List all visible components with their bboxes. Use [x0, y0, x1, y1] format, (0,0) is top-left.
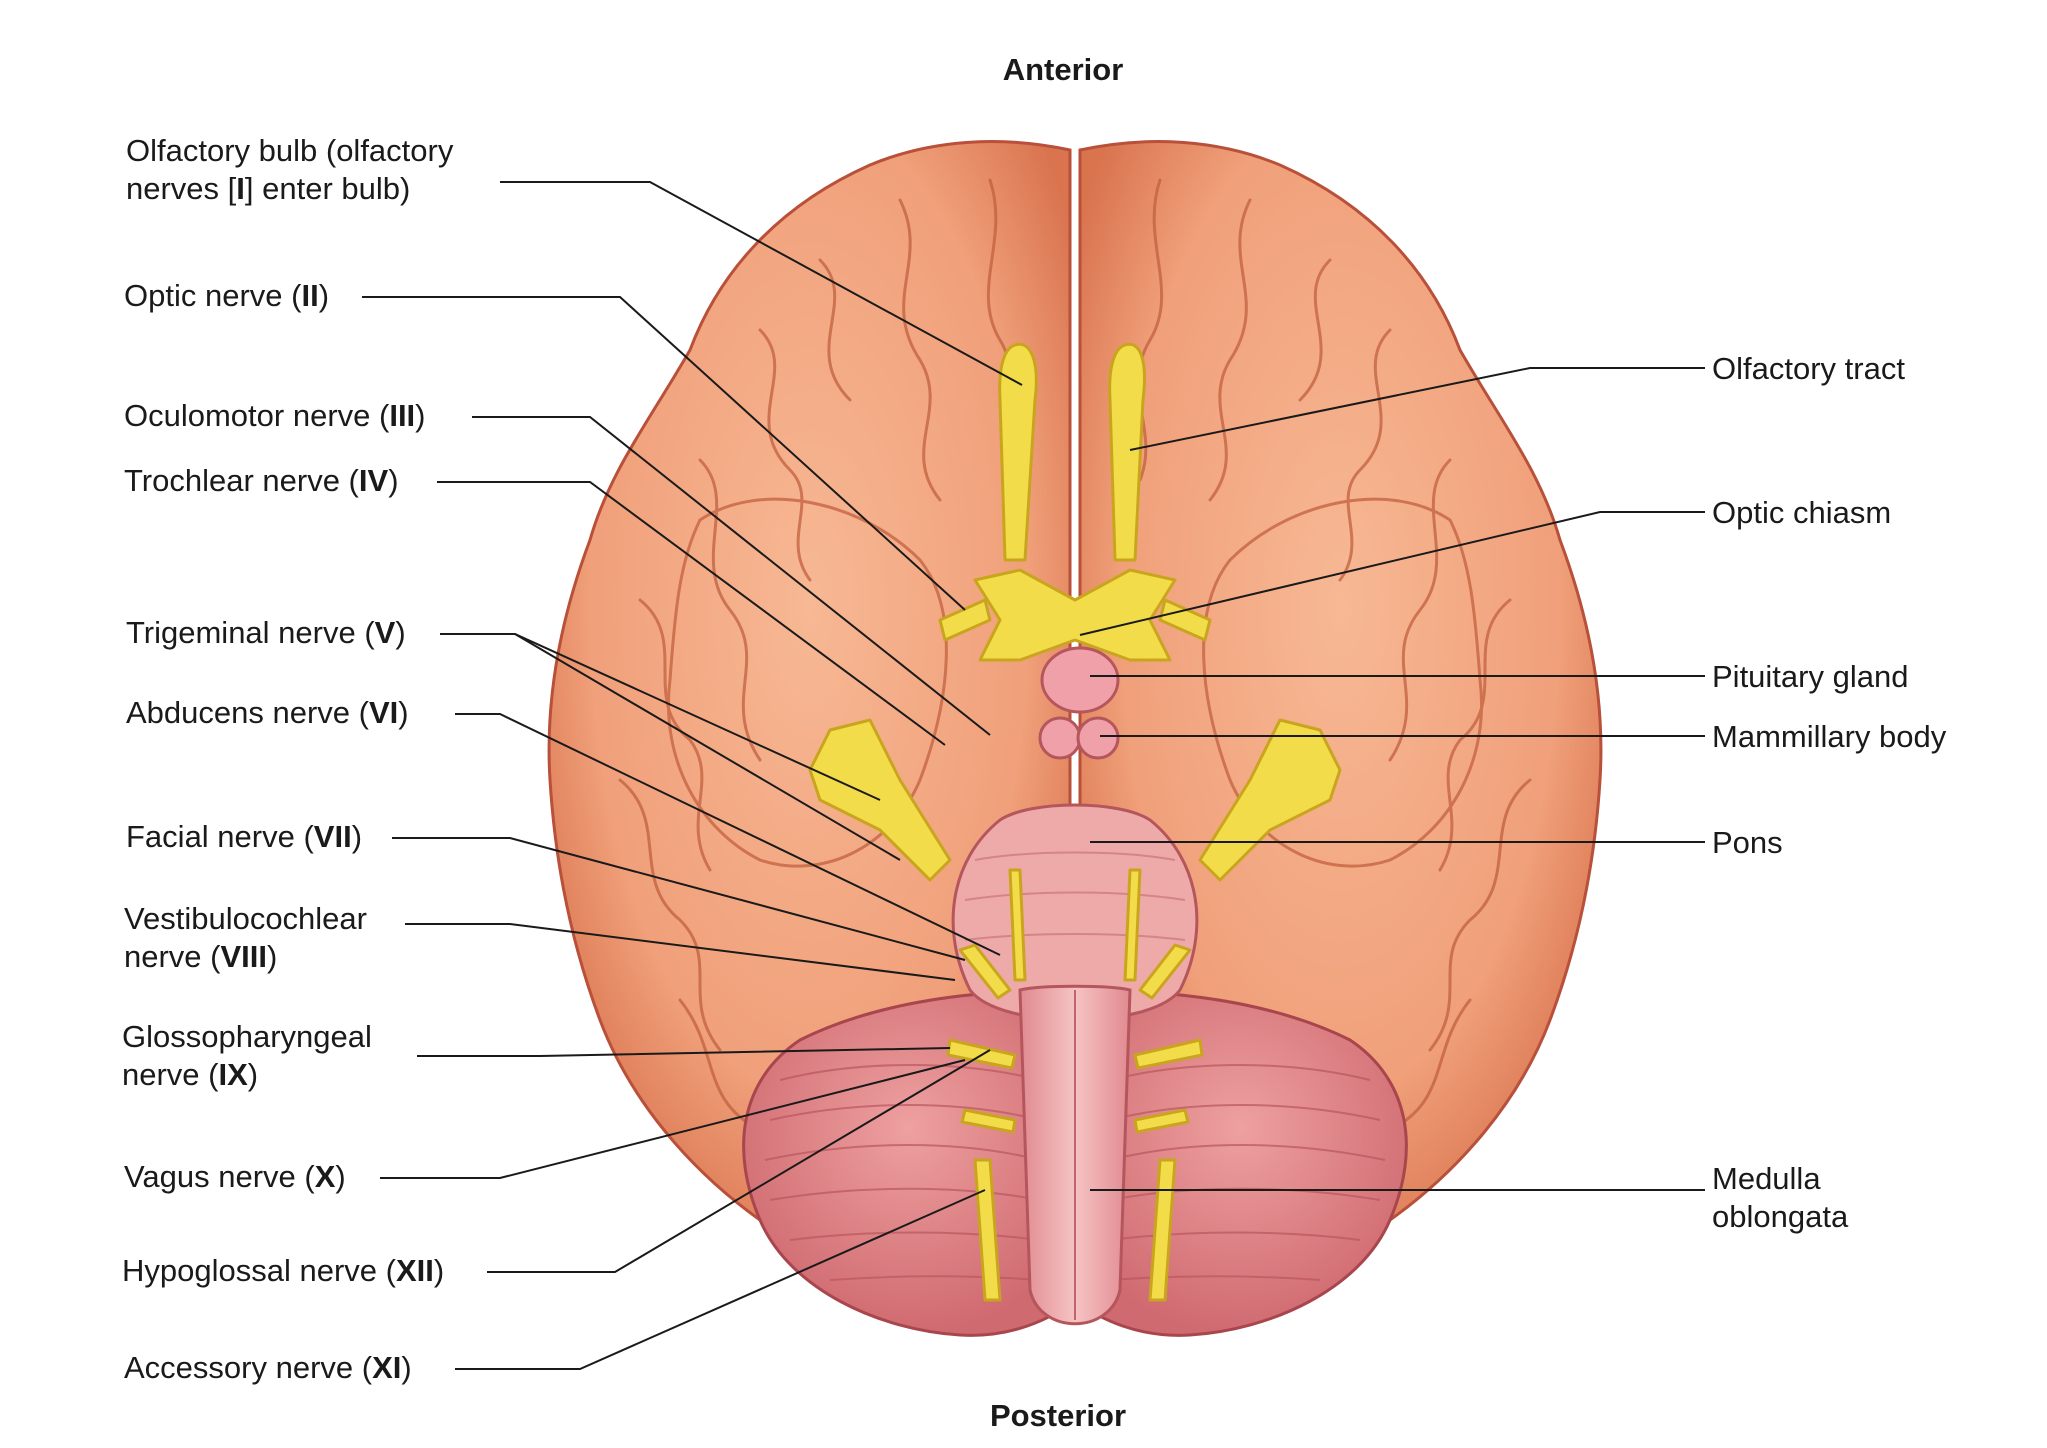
- leader-optic-chiasm: [1079, 511, 1705, 636]
- label-vestibulocochlear: Vestibulocochlear nerve (VIII): [124, 900, 367, 976]
- mammillary-body-right: [1076, 716, 1120, 760]
- label-text: ): [247, 1057, 259, 1092]
- label-olfactory-tract: Olfactory tract: [1712, 351, 1905, 386]
- mammillary-body-left: [1038, 716, 1082, 760]
- label-text: Vestibulocochlear: [124, 901, 367, 936]
- label-text: ): [335, 1159, 346, 1194]
- leader-oculomotor: [472, 416, 991, 736]
- leader-lines: [362, 181, 1705, 1370]
- label-vestibulocochlear-line2: nerve (VIII): [124, 938, 367, 976]
- label-text: nerves [: [126, 171, 237, 206]
- leader-olfactory-bulb: [500, 181, 1023, 386]
- leader-vestibulocochlear: [405, 923, 956, 981]
- leader-abducens: [455, 713, 1001, 956]
- roman-numeral: IV: [358, 463, 389, 498]
- trigeminal-right: [1198, 718, 1342, 882]
- label-text: Hypoglossal nerve (: [122, 1253, 396, 1288]
- label-text: ): [267, 939, 278, 974]
- label-pons: Pons: [1712, 825, 1783, 860]
- label-text: ): [415, 398, 426, 433]
- cranial-nerves: [808, 342, 1342, 1302]
- label-text: Facial nerve (: [126, 819, 314, 854]
- roman-numeral: III: [389, 398, 416, 433]
- label-facial: Facial nerve (VII): [126, 818, 362, 856]
- label-text: nerve (: [122, 1057, 219, 1092]
- roman-numeral: XII: [395, 1253, 434, 1288]
- leader-facial: [392, 837, 966, 961]
- roman-numeral: VIII: [220, 939, 267, 974]
- anterior-label: Anterior: [1002, 52, 1124, 87]
- label-vagus: Vagus nerve (X): [124, 1158, 346, 1196]
- label-text: Medulla: [1712, 1161, 1821, 1196]
- leader-trigeminal-b: [514, 633, 901, 861]
- label-text: Optic nerve (: [124, 278, 302, 313]
- roman-numeral: VI: [368, 695, 399, 730]
- roman-numeral: V: [374, 615, 396, 650]
- label-text: Glossopharyngeal: [122, 1019, 372, 1054]
- label-oculomotor: Oculomotor nerve (III): [124, 397, 426, 435]
- leader-hypoglossal: [487, 1049, 991, 1273]
- label-glossopharyngeal-line2: nerve (IX): [122, 1056, 372, 1094]
- label-text: ): [388, 463, 399, 498]
- label-text: Accessory nerve (: [124, 1350, 373, 1385]
- label-text: ): [395, 615, 406, 650]
- label-optic-nerve: Optic nerve (II): [124, 277, 329, 315]
- roman-numeral: I: [236, 171, 245, 206]
- label-glossopharyngeal: Glossopharyngeal nerve (IX): [122, 1018, 372, 1094]
- pituitary-gland: [1040, 646, 1120, 714]
- label-accessory: Accessory nerve (XI): [124, 1349, 412, 1387]
- leader-glossopharyngeal: [417, 1047, 951, 1057]
- label-text: ): [398, 695, 409, 730]
- leader-trochlear: [437, 481, 946, 746]
- label-mammillary-body: Mammillary body: [1712, 719, 1947, 754]
- leader-optic-nerve: [362, 296, 966, 611]
- roman-numeral: II: [301, 278, 319, 313]
- label-text: ): [351, 819, 363, 854]
- leader-accessory: [455, 1189, 986, 1370]
- label-text: ): [318, 278, 330, 313]
- label-text: ): [401, 1350, 412, 1385]
- label-text: Abducens nerve (: [126, 695, 369, 730]
- label-olfactory-bulb-line1: Olfactory bulb (olfactory: [126, 133, 454, 168]
- posterior-label: Posterior: [989, 1398, 1127, 1433]
- label-text: Trochlear nerve (: [124, 463, 359, 498]
- label-text: ): [433, 1253, 445, 1288]
- olfactory-bulb-right: [1108, 342, 1146, 562]
- roman-numeral: IX: [218, 1057, 248, 1092]
- label-optic-chiasm: Optic chiasm: [1712, 495, 1892, 530]
- label-trigeminal: Trigeminal nerve (V): [126, 614, 406, 652]
- label-text: nerve (: [124, 939, 221, 974]
- label-text: Vagus nerve (: [124, 1159, 315, 1194]
- optic-chiasm: [973, 568, 1177, 662]
- label-abducens: Abducens nerve (VI): [126, 694, 409, 732]
- label-medulla-oblongata: Medulla oblongata: [1712, 1160, 1848, 1236]
- olfactory-bulb-left: [998, 342, 1038, 562]
- label-olfactory-bulb: Olfactory bulb (olfactory nerves [I] ent…: [126, 132, 453, 208]
- label-text: ] enter bulb): [244, 171, 411, 206]
- roman-numeral: VII: [313, 819, 352, 854]
- label-hypoglossal: Hypoglossal nerve (XII): [122, 1252, 444, 1290]
- label-text: Trigeminal nerve (: [126, 615, 375, 650]
- roman-numeral: XI: [372, 1350, 402, 1385]
- label-trochlear: Trochlear nerve (IV): [124, 462, 399, 500]
- label-olfactory-bulb-line2: nerves [I] enter bulb): [126, 170, 453, 208]
- label-text: Oculomotor nerve (: [124, 398, 390, 433]
- leader-vagus: [380, 1059, 966, 1179]
- label-text: oblongata: [1712, 1199, 1849, 1234]
- leader-olfactory-tract: [1129, 367, 1705, 451]
- label-pituitary-gland: Pituitary gland: [1712, 659, 1909, 694]
- roman-numeral: X: [314, 1159, 336, 1194]
